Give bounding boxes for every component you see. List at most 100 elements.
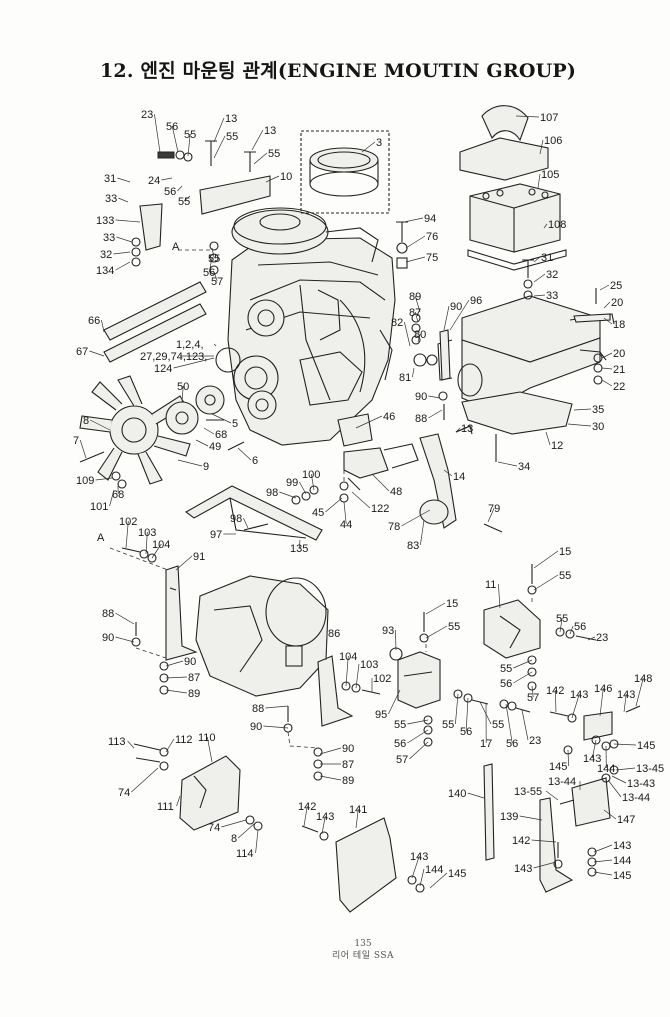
- leader-p33b: [116, 236, 133, 243]
- callout-part-p87a: 87: [409, 307, 421, 319]
- callout-part-p81: 81: [399, 372, 411, 384]
- callout-part-p67: 67: [76, 346, 88, 358]
- callout-part-p124: 124: [154, 363, 172, 375]
- callout-part-p5: 5: [232, 418, 238, 430]
- callout-part-p133: 133: [96, 215, 114, 227]
- leader-p79: [487, 507, 495, 523]
- callout-part-p35: 35: [592, 404, 604, 416]
- callout-part-p90b: 90: [415, 391, 427, 403]
- callout-part-p143a: 143: [570, 689, 588, 701]
- leader-p55c: [253, 152, 268, 165]
- callout-part-p99: 99: [286, 477, 298, 489]
- leader-p139: [519, 815, 543, 821]
- callout-part-p109: 109: [76, 475, 94, 487]
- leader-p15a: [533, 550, 559, 569]
- callout-part-p56a: 56: [166, 121, 178, 133]
- leader-p74a: [131, 767, 159, 793]
- callout-part-p141: 141: [349, 804, 367, 816]
- leader-p23b: [587, 636, 596, 641]
- muffler-group: [437, 295, 615, 435]
- callout-part-p68b: 68: [112, 489, 124, 501]
- callout-part-p148: 148: [634, 673, 652, 685]
- callout-part-p11: 11: [485, 579, 496, 591]
- callout-part-p98a: 98: [266, 487, 278, 499]
- callout-part-p90e: 90: [250, 721, 262, 733]
- callout-part-p20b: 20: [613, 348, 625, 360]
- callout-part-pgrp1: 1,2,4,: [176, 339, 204, 351]
- leader-p20a: [603, 301, 611, 309]
- leader-p106: [539, 139, 544, 155]
- leader-p143a: [571, 693, 580, 719]
- leader-p146: [599, 687, 604, 717]
- callout-part-p134: 134: [96, 265, 114, 277]
- callout-part-p103b: 103: [360, 659, 378, 671]
- leader-p56d: [569, 625, 574, 635]
- callout-part-p31a: 31: [104, 173, 116, 185]
- callout-part-p79: 79: [488, 503, 500, 515]
- callout-part-p57a: 57: [211, 276, 223, 288]
- guard-plate: [179, 755, 241, 831]
- leader-p80: [417, 333, 421, 343]
- leader-p141: [355, 808, 359, 829]
- leader-p78: [401, 509, 431, 527]
- transmission-housing: [195, 575, 329, 697]
- leader-p148: [635, 677, 644, 707]
- leader-p98a: [279, 491, 297, 499]
- leader-p57c: [409, 741, 429, 760]
- callout-part-p56h: 56: [506, 738, 518, 750]
- leader-p90d: [165, 660, 184, 667]
- callout-part-p32a: 32: [100, 249, 112, 261]
- callout-part-p18: 18: [613, 319, 625, 331]
- callout-part-p56g: 56: [460, 726, 472, 738]
- callout-part-p57b: 57: [527, 692, 539, 704]
- leader-p82: [404, 321, 411, 347]
- callout-part-p8a: 8: [83, 415, 89, 427]
- leader-p104a: [151, 543, 162, 559]
- leader-p133: [115, 219, 141, 223]
- leader-p55b: [213, 135, 226, 159]
- callout-part-p143d: 143: [316, 811, 334, 823]
- callout-part-p143b: 143: [617, 689, 635, 701]
- callout-part-p146: 146: [594, 683, 612, 695]
- leader-p56h: [505, 703, 513, 744]
- leader-p135: [298, 539, 301, 549]
- leader-p134: [115, 261, 131, 271]
- leader-p89a: [414, 295, 421, 313]
- callout-part-p89a: 89: [409, 291, 421, 303]
- callout-part-p87c: 87: [342, 759, 354, 771]
- leader-p24: [161, 177, 173, 181]
- footer-subtitle: 리어 테일 SSA: [332, 951, 395, 961]
- leader-pgrp1: [213, 343, 217, 347]
- leader-p31b: [533, 256, 541, 263]
- leader-p109: [95, 477, 113, 481]
- callout-part-p55h: 55: [556, 613, 568, 625]
- center-mount: [317, 655, 354, 727]
- callout-part-p23b: 23: [596, 632, 608, 644]
- callout-part-p13a: 13: [225, 113, 237, 125]
- bracket-right-lower: [571, 711, 613, 827]
- callout-part-p17: 17: [480, 738, 492, 750]
- callout-part-p24: 24: [148, 175, 160, 187]
- leader-p13a: [213, 117, 225, 143]
- callout-part-p55a: 55: [184, 129, 196, 141]
- callout-part-p87b: 87: [188, 672, 200, 684]
- callout-part-p122: 122: [371, 503, 389, 515]
- leader-p99: [299, 481, 307, 495]
- leader-p93: [395, 629, 397, 651]
- callout-part-p21: 21: [613, 364, 625, 376]
- callout-part-p102b: 102: [373, 673, 391, 685]
- leader-p55k: [455, 693, 459, 725]
- callout-part-p82: 82: [391, 317, 403, 329]
- leader-p34: [497, 461, 518, 467]
- callout-part-p142b: 142: [298, 801, 316, 813]
- leader-p107: [515, 115, 540, 118]
- leader-lines: [79, 113, 644, 889]
- plate-141: [335, 817, 397, 913]
- leader-p98b: [243, 517, 249, 529]
- callout-part-p102: 102: [119, 516, 137, 528]
- leader-p87a: [414, 311, 419, 323]
- leader-p48: [371, 473, 390, 492]
